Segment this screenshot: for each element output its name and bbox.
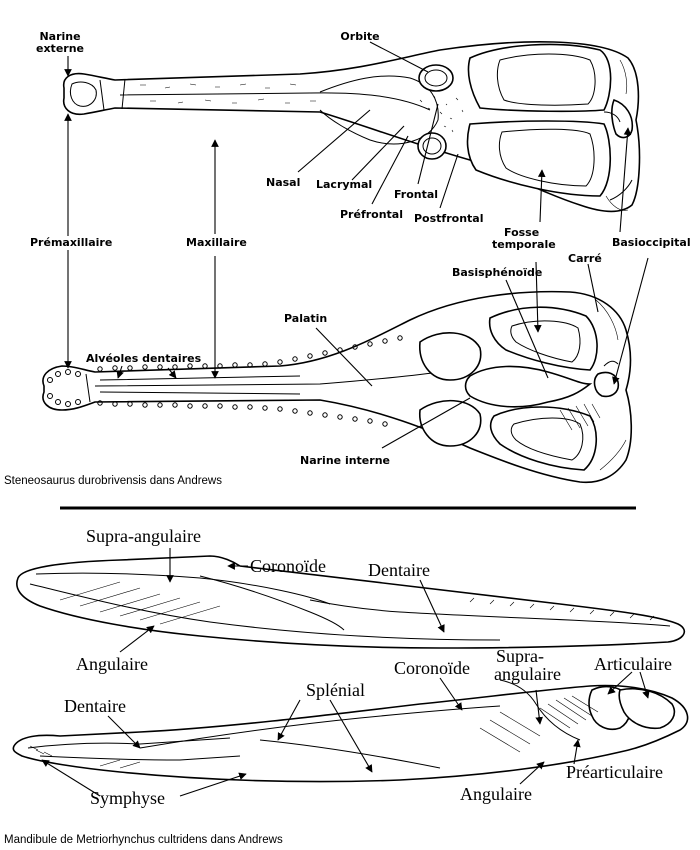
skull-dorsal-view: [62, 41, 641, 213]
label-dentaire-bottom: Dentaire: [64, 696, 126, 716]
label-fosse-temporale-2: temporale: [492, 238, 556, 251]
label-fosse-temporale-1: Fosse: [504, 226, 539, 239]
lower-caption: Mandibule de Metriorhynchus cultridens d…: [4, 834, 283, 846]
label-narine-interne: Narine interne: [300, 454, 390, 467]
label-prearticulaire: Préarticulaire: [566, 762, 663, 782]
label-angulaire-top: Angulaire: [76, 654, 148, 674]
label-supra-angulaire-top: Supra-angulaire: [86, 526, 201, 546]
lower-leader-lines: [41, 548, 650, 797]
mandible-lateral-view: [16, 555, 686, 649]
label-supra-angulaire-bottom-2: angulaire: [494, 664, 561, 684]
label-carre: Carré: [568, 252, 602, 265]
upper-leader-lines: [64, 41, 649, 449]
label-coronoide-top: Coronoïde: [250, 556, 326, 576]
label-maxillaire: Maxillaire: [186, 236, 247, 249]
label-prefrontal: Préfrontal: [340, 208, 403, 221]
label-dentaire-top: Dentaire: [368, 560, 430, 580]
label-narine-externe-2: externe: [36, 42, 84, 55]
label-basisphenoide: Basisphénoïde: [452, 266, 542, 279]
label-nasal: Nasal: [266, 176, 300, 189]
skull-palatal-view: [42, 290, 633, 484]
label-frontal: Frontal: [394, 188, 438, 201]
label-angulaire-bottom: Angulaire: [460, 784, 532, 804]
label-palatin: Palatin: [284, 312, 327, 325]
label-premaxillaire: Prémaxillaire: [30, 236, 112, 249]
upper-labels: Narine externe Orbite Nasal Lacrymal Fro…: [4, 30, 691, 487]
label-orbite: Orbite: [340, 30, 379, 43]
label-splenial: Splénial: [306, 680, 365, 700]
label-postfrontal: Postfrontal: [414, 212, 483, 225]
label-basioccipital: Basioccipital: [612, 236, 691, 249]
label-alveoles-dentaires: Alvéoles dentaires: [86, 352, 202, 365]
label-articulaire: Articulaire: [594, 654, 672, 674]
label-symphyse: Symphyse: [90, 788, 165, 808]
label-supra-angulaire-bottom-1: Supra-: [496, 646, 544, 666]
upper-caption: Steneosaurus durobrivensis dans Andrews: [4, 475, 222, 487]
label-lacrymal: Lacrymal: [316, 178, 372, 191]
lower-labels: Supra-angulaire Coronoïde Dentaire Angul…: [4, 526, 672, 846]
label-coronoide-bottom: Coronoïde: [394, 658, 470, 678]
alveoli-row: [97, 335, 403, 427]
label-narine-externe-1: Narine: [39, 30, 80, 43]
